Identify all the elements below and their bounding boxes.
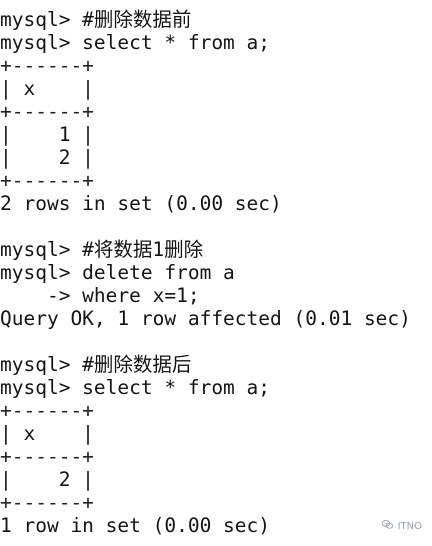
table-header-row: | x | [0,77,94,100]
prompt-line-select: mysql> select * from a; [0,376,271,399]
table-border-bottom: +------+ [0,169,94,192]
prompt-line-comment-delete: mysql> #将数据1删除 [0,238,204,261]
table-border-header: +------+ [0,445,94,468]
table-row: | 1 | [0,123,94,146]
watermark-text: ITNO [397,520,422,532]
table-row: | 2 | [0,146,94,169]
table-row: | 2 | [0,468,94,491]
watermark: ITNO [381,518,422,534]
table-header-row: | x | [0,422,94,445]
continuation-line-where: -> where x=1; [0,284,200,307]
table-border-bottom: +------+ [0,491,94,514]
table-border-top: +------+ [0,399,94,422]
result-summary-line: 1 row in set (0.00 sec) [0,514,271,537]
result-summary-line: 2 rows in set (0.00 sec) [0,192,282,215]
table-border-header: +------+ [0,100,94,123]
query-ok-line: Query OK, 1 row affected (0.01 sec) [0,307,411,330]
table-border-top: +------+ [0,54,94,77]
prompt-line-delete: mysql> delete from a [0,261,235,284]
prompt-line-comment-after: mysql> #删除数据后 [0,353,192,376]
prompt-line-select: mysql> select * from a; [0,31,271,54]
prompt-line-comment-before: mysql> #删除数据前 [0,8,192,31]
wechat-icon [381,518,394,534]
